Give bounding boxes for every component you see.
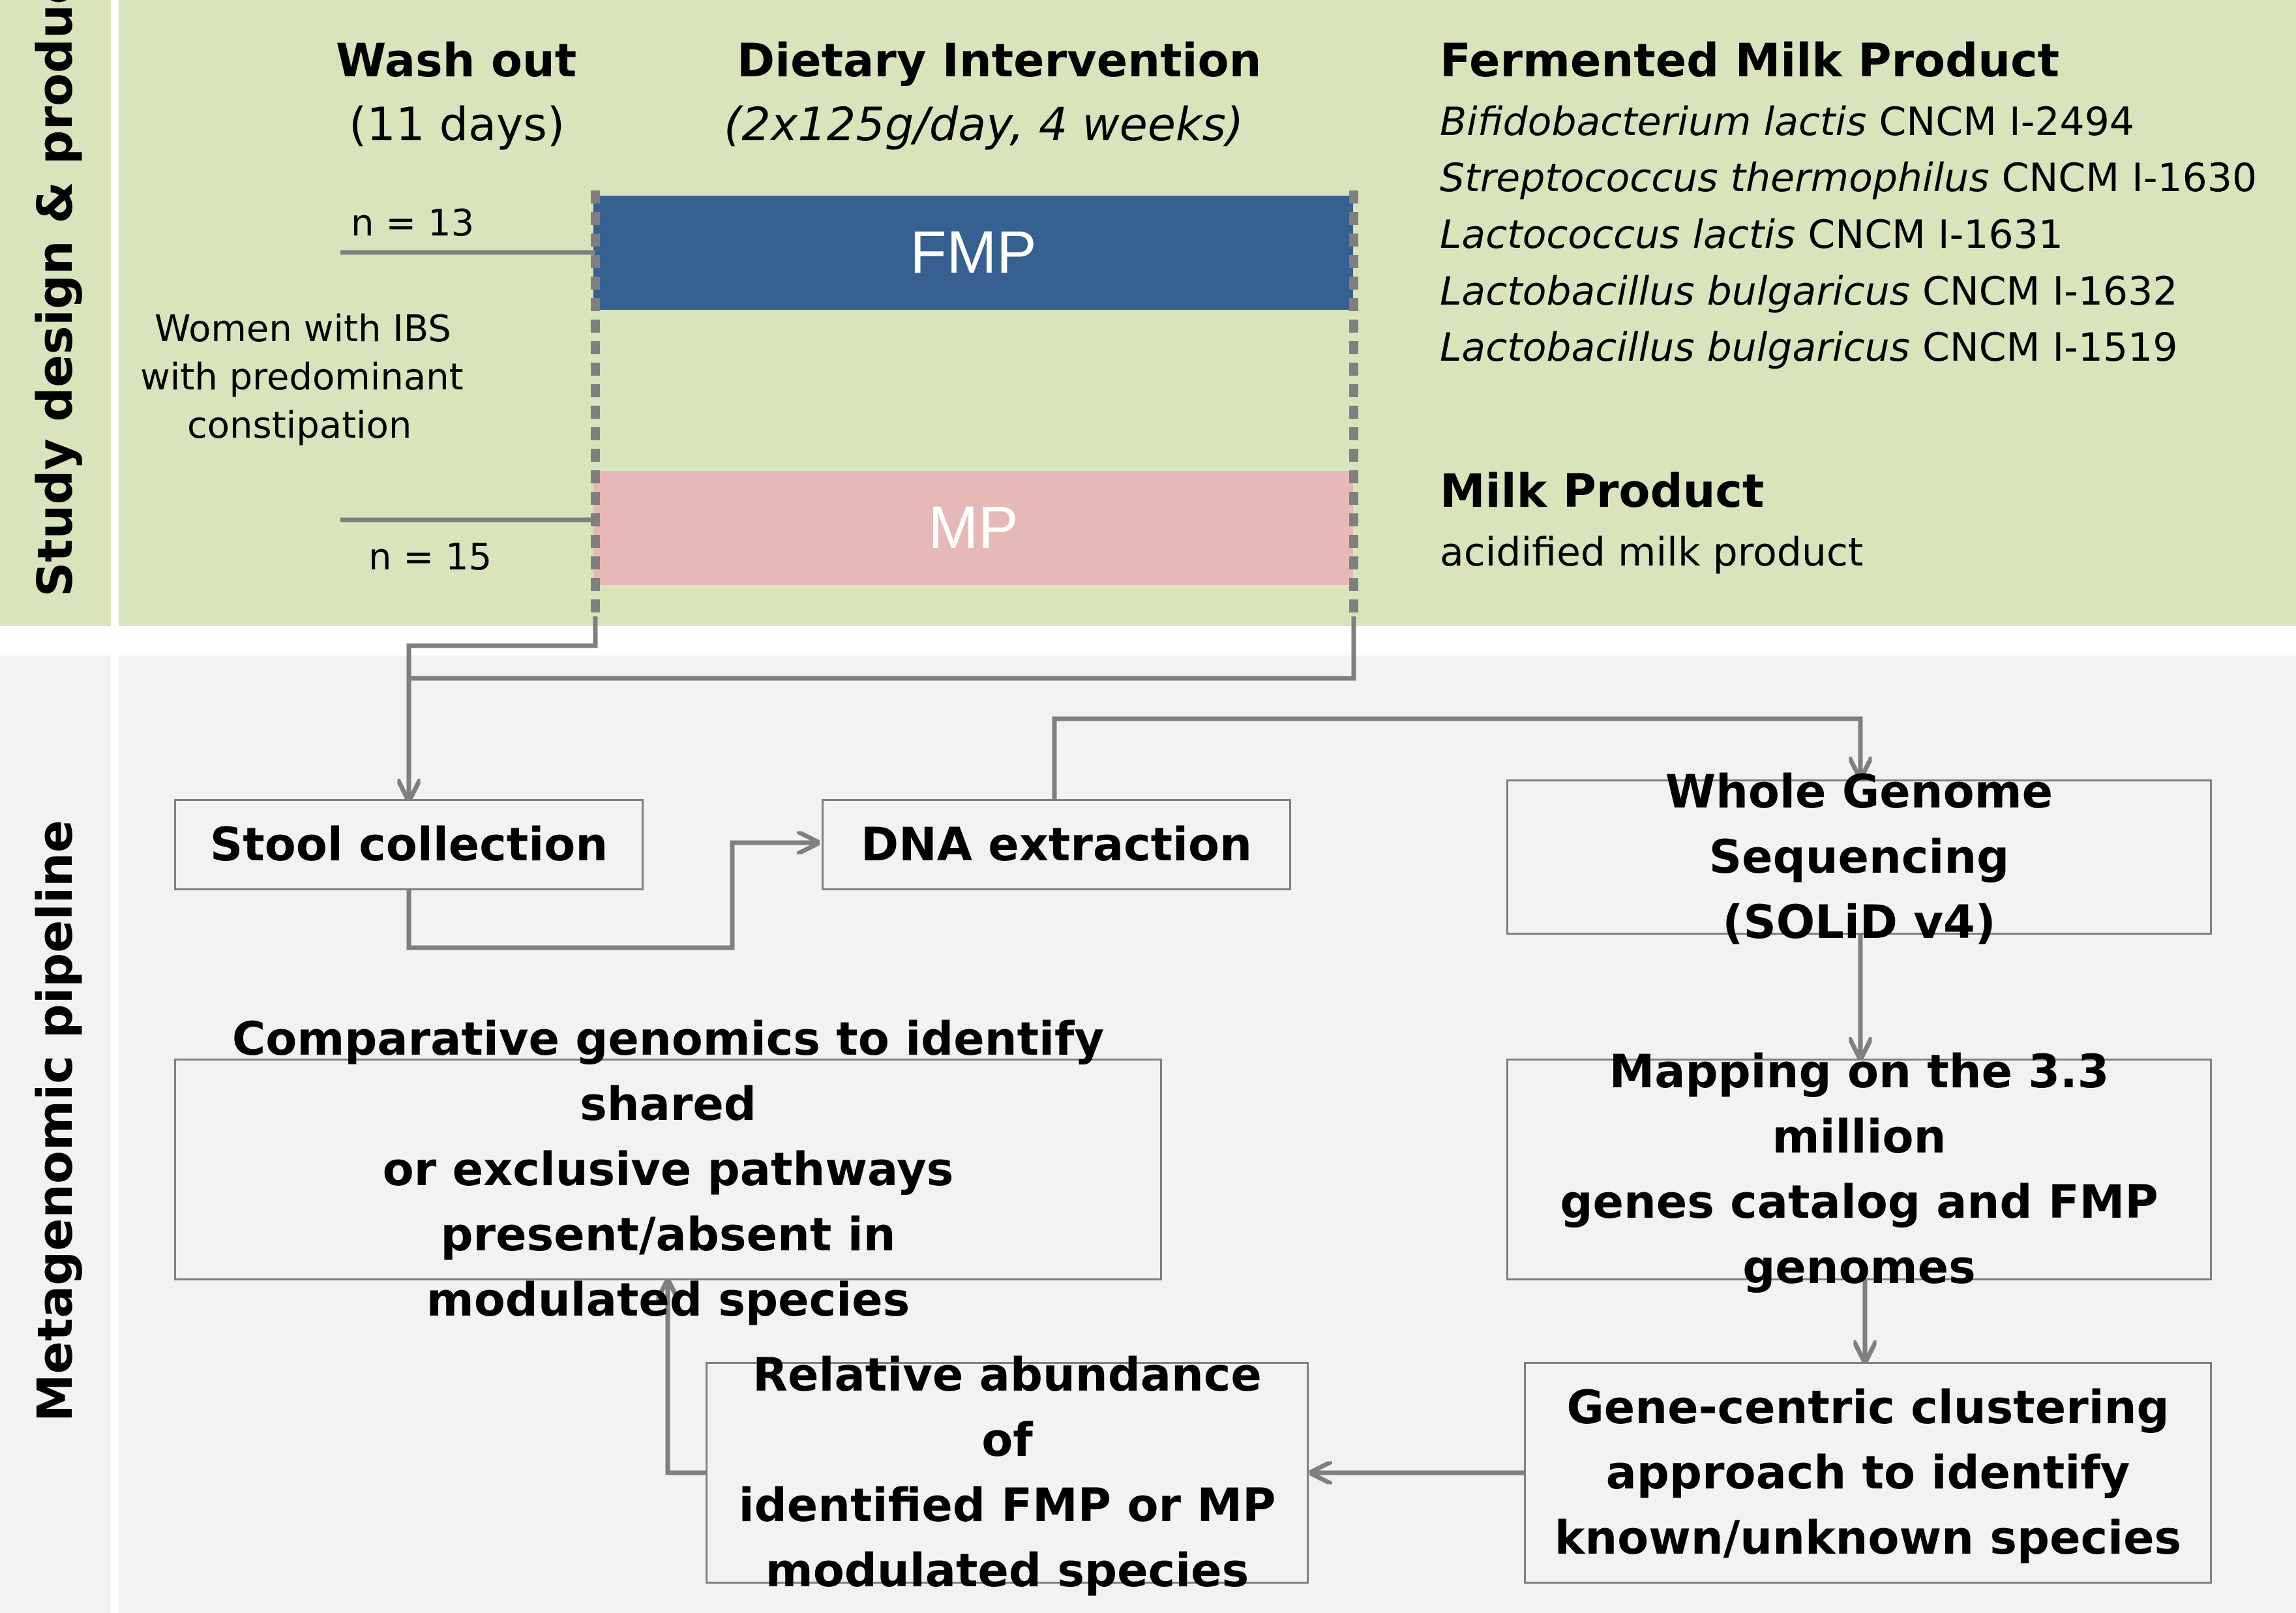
mapping-box: Mapping on the 3.3 million genes catalog… bbox=[1506, 1045, 2212, 1294]
strain-line: Lactobacillus bulgaricus CNCM I-1519 bbox=[1440, 325, 2178, 370]
washout-duration: (11 days) bbox=[349, 98, 565, 151]
intervention-detail: (2x125g/day, 4 weeks) bbox=[724, 98, 1244, 151]
strain-code: CNCM I-1519 bbox=[1909, 325, 2178, 370]
strain-line: Lactobacillus bulgaricus CNCM I-1632 bbox=[1440, 269, 2178, 314]
strain-code: CNCM I-2494 bbox=[1866, 99, 2135, 145]
strain-line: Bifidobacterium lactis CNCM I-2494 bbox=[1440, 99, 2134, 145]
mapping-label-line-2: genes catalog and FMP bbox=[1560, 1175, 2158, 1229]
strain-code: CNCM I-1631 bbox=[1795, 212, 2063, 258]
strain-species: Streptococcus thermophilus bbox=[1440, 155, 1990, 201]
fmp-bar-label: FMP bbox=[910, 219, 1037, 286]
strain-code: CNCM I-1630 bbox=[1989, 155, 2258, 201]
mp-bar: MP bbox=[593, 471, 1353, 585]
dna-extraction-label: DNA extraction bbox=[861, 818, 1252, 871]
pipeline-side-panel bbox=[0, 656, 111, 1613]
strain-species: Bifidobacterium lactis bbox=[1440, 99, 1867, 145]
dna-to-wgs-arrow bbox=[1052, 716, 1860, 801]
n-fmp-label: n = 13 bbox=[351, 202, 475, 245]
comparative-label-line-2: or exclusive pathways present/absent in bbox=[382, 1143, 954, 1261]
population-line-2: with predominant bbox=[140, 356, 464, 399]
comparative-genomics-box: Comparative genomics to identify shared … bbox=[174, 1012, 1162, 1327]
comparative-label-line-3: modulated species bbox=[426, 1273, 910, 1327]
n-mp-label: n = 15 bbox=[368, 536, 492, 579]
comparative-label-line-1: Comparative genomics to identify shared bbox=[231, 1012, 1105, 1131]
population-line-1: Women with IBS bbox=[155, 308, 451, 350]
strain-species: Lactobacillus bulgaricus bbox=[1440, 269, 1910, 314]
study-side-panel bbox=[0, 0, 111, 626]
mapping-label-line-1: Mapping on the 3.3 million bbox=[1609, 1045, 2110, 1164]
mp-product-title: Milk Product bbox=[1440, 464, 1765, 518]
strain-species: Lactobacillus bulgaricus bbox=[1440, 325, 1910, 370]
strain-species: Lactococcus lactis bbox=[1440, 212, 1796, 258]
strain-code: CNCM I-1632 bbox=[1909, 269, 2178, 314]
strain-line: Lactococcus lactis CNCM I-1631 bbox=[1440, 212, 2063, 258]
mp-bar-label: MP bbox=[928, 494, 1019, 561]
clustering-label-line-2: approach to identify bbox=[1605, 1446, 2130, 1500]
stool-collection-label: Stool collection bbox=[209, 818, 608, 871]
wgs-label-line-1: Whole Genome Sequencing bbox=[1665, 765, 2053, 884]
wgs-label-line-2: (SOLiD v4) bbox=[1722, 896, 1996, 949]
stool-collection-box: Stool collection bbox=[174, 799, 644, 890]
clustering-label-line-1: Gene-centric clustering bbox=[1566, 1381, 2169, 1434]
fmp-product-title: Fermented Milk Product bbox=[1440, 34, 2060, 87]
stool-to-dna-arrow bbox=[406, 843, 815, 950]
relative-abundance-box: Relative abundance of identified FMP or … bbox=[706, 1348, 1309, 1597]
washout-title: Wash out bbox=[336, 34, 577, 87]
mapping-label-line-3: genomes bbox=[1742, 1241, 1976, 1294]
abundance-to-comparative-arrow bbox=[668, 1284, 706, 1475]
dna-extraction-box: DNA extraction bbox=[822, 799, 1291, 890]
abundance-label-line-3: modulated species bbox=[765, 1544, 1249, 1597]
population-line-3: constipation bbox=[187, 404, 412, 447]
strain-line: Streptococcus thermophilus CNCM I-1630 bbox=[1440, 155, 2257, 201]
gene-clustering-box: Gene-centric clustering approach to iden… bbox=[1524, 1362, 2212, 1584]
abundance-label-line-1: Relative abundance of bbox=[753, 1348, 1262, 1467]
abundance-label-line-2: identified FMP or MP bbox=[738, 1479, 1276, 1532]
fmp-bar: FMP bbox=[593, 196, 1353, 310]
intervention-title: Dietary Intervention bbox=[737, 34, 1262, 87]
study-to-stool-connector bbox=[409, 616, 598, 797]
intervention-end-connector bbox=[409, 616, 1356, 681]
wgs-box: Whole Genome Sequencing (SOLiD v4) bbox=[1506, 765, 2212, 949]
mp-product-description: acidified milk product bbox=[1440, 530, 1864, 575]
clustering-label-line-3: known/unknown species bbox=[1554, 1511, 2182, 1565]
